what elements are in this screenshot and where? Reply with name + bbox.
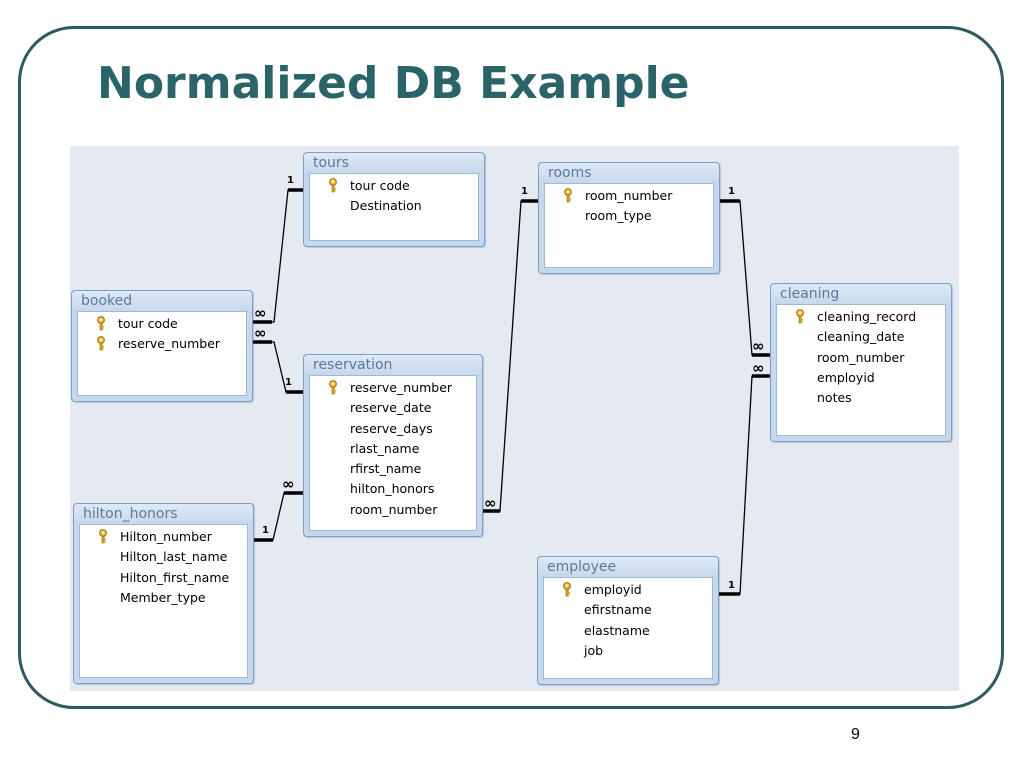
cardinality-one-label: 1 bbox=[728, 580, 735, 591]
cardinality-one-label: 1 bbox=[285, 377, 292, 388]
field-name: Destination bbox=[350, 198, 422, 214]
table-field-list: tour code reserve_number bbox=[77, 311, 247, 396]
field-row[interactable]: Hilton_number bbox=[80, 527, 247, 547]
field-name: Hilton_last_name bbox=[120, 549, 228, 565]
page-number: 9 bbox=[851, 726, 860, 743]
cardinality-many-label: ∞ bbox=[282, 475, 295, 493]
field-row[interactable]: elastname bbox=[544, 621, 712, 641]
field-row[interactable]: cleaning_record bbox=[777, 307, 945, 327]
table-title[interactable]: tours bbox=[304, 153, 484, 173]
field-name: Hilton_number bbox=[120, 529, 212, 544]
table-field-list: employid efirstname elastname job bbox=[543, 577, 713, 679]
table-title[interactable]: reservation bbox=[304, 355, 482, 375]
field-row[interactable]: job bbox=[544, 641, 712, 661]
field-name: room_number bbox=[350, 501, 438, 517]
field-row[interactable]: Member_type bbox=[80, 588, 247, 608]
key-icon bbox=[96, 316, 108, 331]
field-row[interactable]: tour code bbox=[78, 314, 246, 334]
field-name: reserve_number bbox=[350, 380, 453, 395]
field-name: hilton_honors bbox=[350, 481, 435, 497]
field-name: elastname bbox=[584, 622, 650, 638]
cardinality-many-label: ∞ bbox=[254, 324, 267, 342]
key-icon bbox=[795, 309, 807, 324]
key-icon bbox=[98, 529, 110, 544]
field-row[interactable]: rlast_name bbox=[310, 439, 476, 459]
field-name: reserve_days bbox=[350, 420, 433, 436]
table-booked[interactable]: booked tour code reserve_number bbox=[71, 290, 253, 402]
table-title[interactable]: cleaning bbox=[771, 284, 951, 304]
cardinality-one-label: 1 bbox=[287, 175, 294, 186]
cardinality-one-label: 1 bbox=[728, 186, 735, 197]
field-row[interactable]: Destination bbox=[310, 196, 478, 216]
field-name: room_type bbox=[585, 208, 652, 224]
slide-title: Normalized DB Example bbox=[97, 58, 690, 109]
field-name: room_number bbox=[585, 188, 673, 203]
field-name: Hilton_first_name bbox=[120, 569, 230, 585]
key-icon bbox=[562, 582, 574, 597]
field-row[interactable]: employid bbox=[544, 580, 712, 600]
field-name: reserve_date bbox=[350, 400, 432, 416]
field-row[interactable]: Hilton_last_name bbox=[80, 547, 247, 567]
table-title[interactable]: hilton_honors bbox=[74, 504, 253, 524]
cardinality-many-label: ∞ bbox=[752, 337, 765, 355]
table-employee[interactable]: employee employid efirstname elastname job bbox=[537, 556, 719, 685]
slide-frame bbox=[18, 26, 1004, 709]
cardinality-one-label: 1 bbox=[262, 525, 269, 536]
field-name: tour code bbox=[350, 178, 410, 193]
field-row[interactable]: reserve_number bbox=[78, 334, 246, 354]
field-row[interactable]: tour code bbox=[310, 176, 478, 196]
cardinality-many-label: ∞ bbox=[752, 359, 765, 377]
table-field-list: room_number room_type bbox=[544, 183, 714, 268]
field-name: Member_type bbox=[120, 589, 206, 605]
field-name: reserve_number bbox=[118, 336, 221, 352]
field-row[interactable]: efirstname bbox=[544, 600, 712, 620]
field-row[interactable]: reserve_number bbox=[310, 378, 476, 398]
field-name: cleaning_record bbox=[817, 309, 917, 324]
field-row[interactable]: reserve_days bbox=[310, 419, 476, 439]
field-name: cleaning_date bbox=[817, 329, 905, 345]
table-title[interactable]: rooms bbox=[539, 163, 719, 183]
field-row[interactable]: room_number bbox=[545, 186, 713, 206]
field-name: employid bbox=[584, 582, 642, 597]
field-row[interactable]: hilton_honors bbox=[310, 479, 476, 499]
field-row[interactable]: reserve_date bbox=[310, 398, 476, 418]
field-row[interactable]: cleaning_date bbox=[777, 327, 945, 347]
cardinality-many-label: ∞ bbox=[484, 494, 497, 512]
key-icon bbox=[328, 380, 340, 395]
table-title[interactable]: employee bbox=[538, 557, 718, 577]
field-name: rfirst_name bbox=[350, 461, 422, 477]
table-title[interactable]: booked bbox=[72, 291, 252, 311]
field-name: efirstname bbox=[584, 602, 652, 618]
cardinality-many-label: ∞ bbox=[254, 304, 267, 322]
key-icon bbox=[96, 336, 108, 351]
field-name: tour code bbox=[118, 316, 178, 331]
field-row[interactable]: Hilton_first_name bbox=[80, 568, 247, 588]
field-name: employid bbox=[817, 369, 875, 385]
field-name: notes bbox=[817, 390, 852, 406]
field-name: room_number bbox=[817, 349, 905, 365]
cardinality-one-label: 1 bbox=[521, 186, 528, 197]
field-row[interactable]: notes bbox=[777, 388, 945, 408]
field-row[interactable]: room_type bbox=[545, 206, 713, 226]
field-row[interactable]: rfirst_name bbox=[310, 459, 476, 479]
field-name: rlast_name bbox=[350, 440, 420, 456]
key-icon bbox=[328, 178, 340, 193]
field-row[interactable]: room_number bbox=[310, 500, 476, 520]
field-row[interactable]: room_number bbox=[777, 348, 945, 368]
field-name: job bbox=[584, 642, 604, 658]
table-rooms[interactable]: rooms room_number room_type bbox=[538, 162, 720, 274]
field-row[interactable]: employid bbox=[777, 368, 945, 388]
key-icon bbox=[563, 188, 575, 203]
